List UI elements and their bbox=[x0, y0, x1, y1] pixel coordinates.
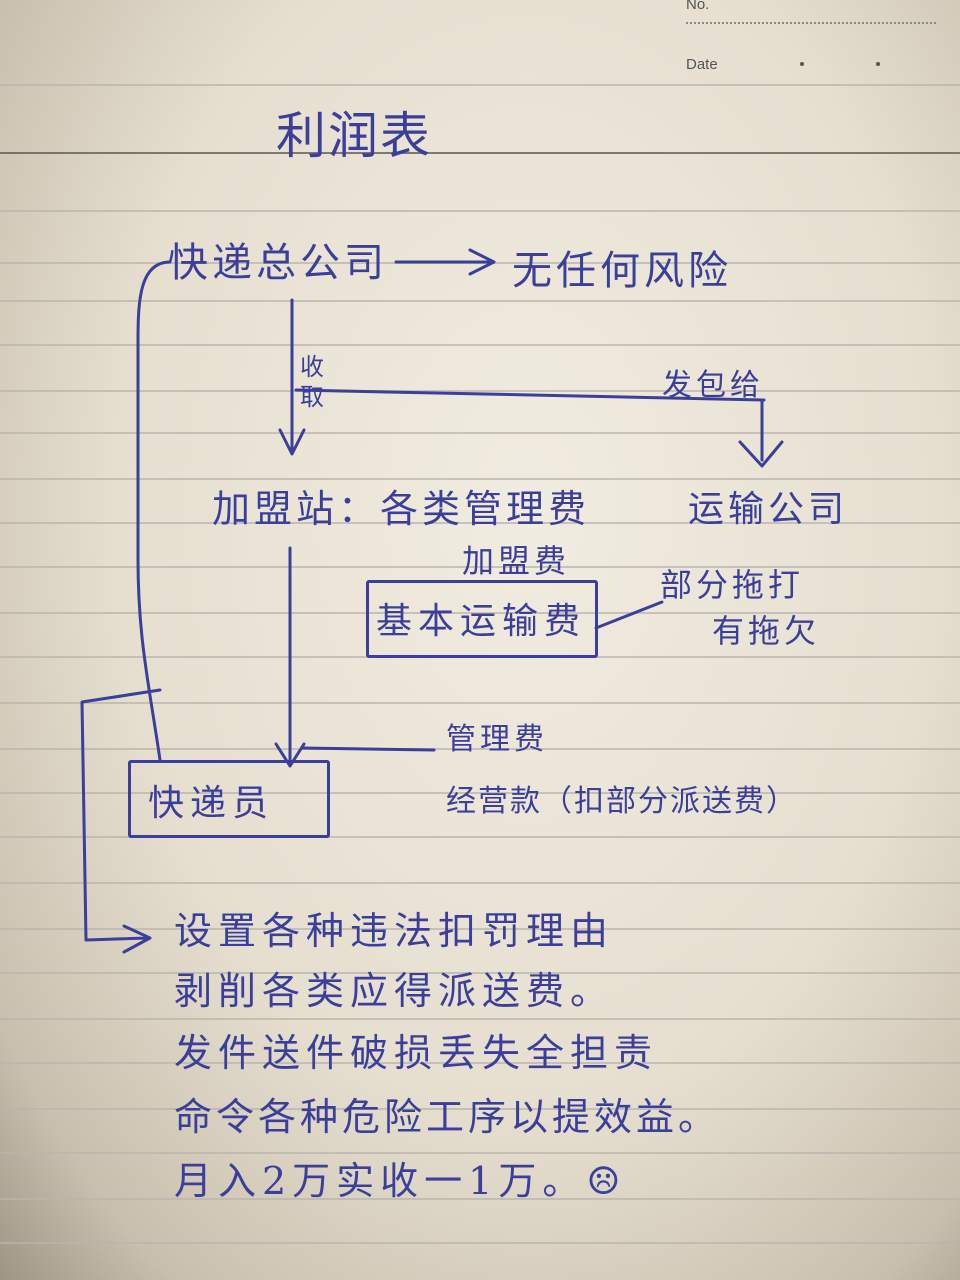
ruled-line bbox=[0, 928, 960, 930]
no-label: No. bbox=[686, 0, 710, 13]
arrow-franchise-to-courier bbox=[274, 546, 306, 768]
node-no-risk: 无任何风险 bbox=[512, 248, 732, 294]
node-transport: 运输公司 bbox=[688, 489, 849, 530]
node-courier: 快递员 bbox=[148, 783, 275, 824]
note-line-5: 月入2万实收一1万。☹ bbox=[174, 1159, 627, 1203]
ruled-line bbox=[0, 1108, 960, 1110]
label-collect: 收取 bbox=[300, 353, 324, 411]
courier-box bbox=[128, 760, 330, 838]
arrow-hq-to-no-risk bbox=[394, 248, 496, 276]
ruled-line bbox=[0, 1198, 960, 1200]
date-label: Date bbox=[686, 56, 718, 73]
node-franchise: 加盟站：各类管理费 bbox=[212, 487, 591, 531]
note-line-3: 发件送件破损丢失全担责 bbox=[174, 1031, 659, 1075]
arrow-courier-to-notes bbox=[80, 688, 162, 954]
ruled-line bbox=[0, 210, 960, 212]
ruled-line bbox=[0, 390, 960, 392]
ruled-line bbox=[0, 1018, 960, 1020]
ruled-line bbox=[0, 1242, 960, 1244]
note-line-2: 剥削各类应得派送费。 bbox=[174, 969, 615, 1013]
note-line-4: 命令各种危险工序以提效益。 bbox=[174, 1095, 721, 1139]
node-hq: 快递总公司 bbox=[168, 240, 388, 286]
line-transport-note bbox=[594, 600, 664, 630]
label-operating-fund: 经营款（扣部分派送费） bbox=[446, 784, 798, 819]
ruled-line bbox=[0, 300, 960, 302]
line-mgmt-fee bbox=[300, 746, 436, 752]
arrow-hq-to-franchise bbox=[278, 298, 306, 456]
ruled-line bbox=[0, 836, 960, 838]
label-mgmt-fee: 管理费 bbox=[446, 722, 548, 757]
date-separator-dot bbox=[876, 62, 880, 66]
ruled-line bbox=[0, 972, 960, 974]
ruled-line bbox=[0, 566, 960, 568]
page-title: 利润表 bbox=[276, 107, 432, 165]
ruled-line bbox=[0, 1062, 960, 1064]
basic-transport-box bbox=[366, 580, 598, 658]
ruled-line bbox=[0, 702, 960, 704]
no-dotted-line bbox=[686, 22, 936, 24]
line-hq-to-courier bbox=[136, 260, 172, 762]
ruled-line bbox=[0, 84, 960, 86]
note-line-1: 设置各种违法扣罚理由 bbox=[174, 909, 615, 953]
ruled-line bbox=[0, 792, 960, 794]
ruled-line bbox=[0, 748, 960, 750]
node-basic-transport: 基本运输费 bbox=[376, 601, 587, 642]
label-franchise-fee: 加盟费 bbox=[462, 542, 571, 580]
date-separator-dot bbox=[800, 62, 804, 66]
label-distribute: 发包给 bbox=[662, 368, 764, 403]
ruled-line bbox=[0, 882, 960, 884]
header-rule bbox=[0, 152, 960, 154]
ruled-line bbox=[0, 478, 960, 480]
ruled-line bbox=[0, 1152, 960, 1154]
arrow-distribute-to-transport bbox=[294, 388, 784, 468]
transport-note-1: 部分拖打 bbox=[660, 566, 805, 604]
ruled-line bbox=[0, 612, 960, 614]
ruled-line bbox=[0, 344, 960, 346]
ruled-line bbox=[0, 432, 960, 434]
transport-note-2: 有拖欠 bbox=[712, 612, 821, 650]
ruled-line bbox=[0, 522, 960, 524]
